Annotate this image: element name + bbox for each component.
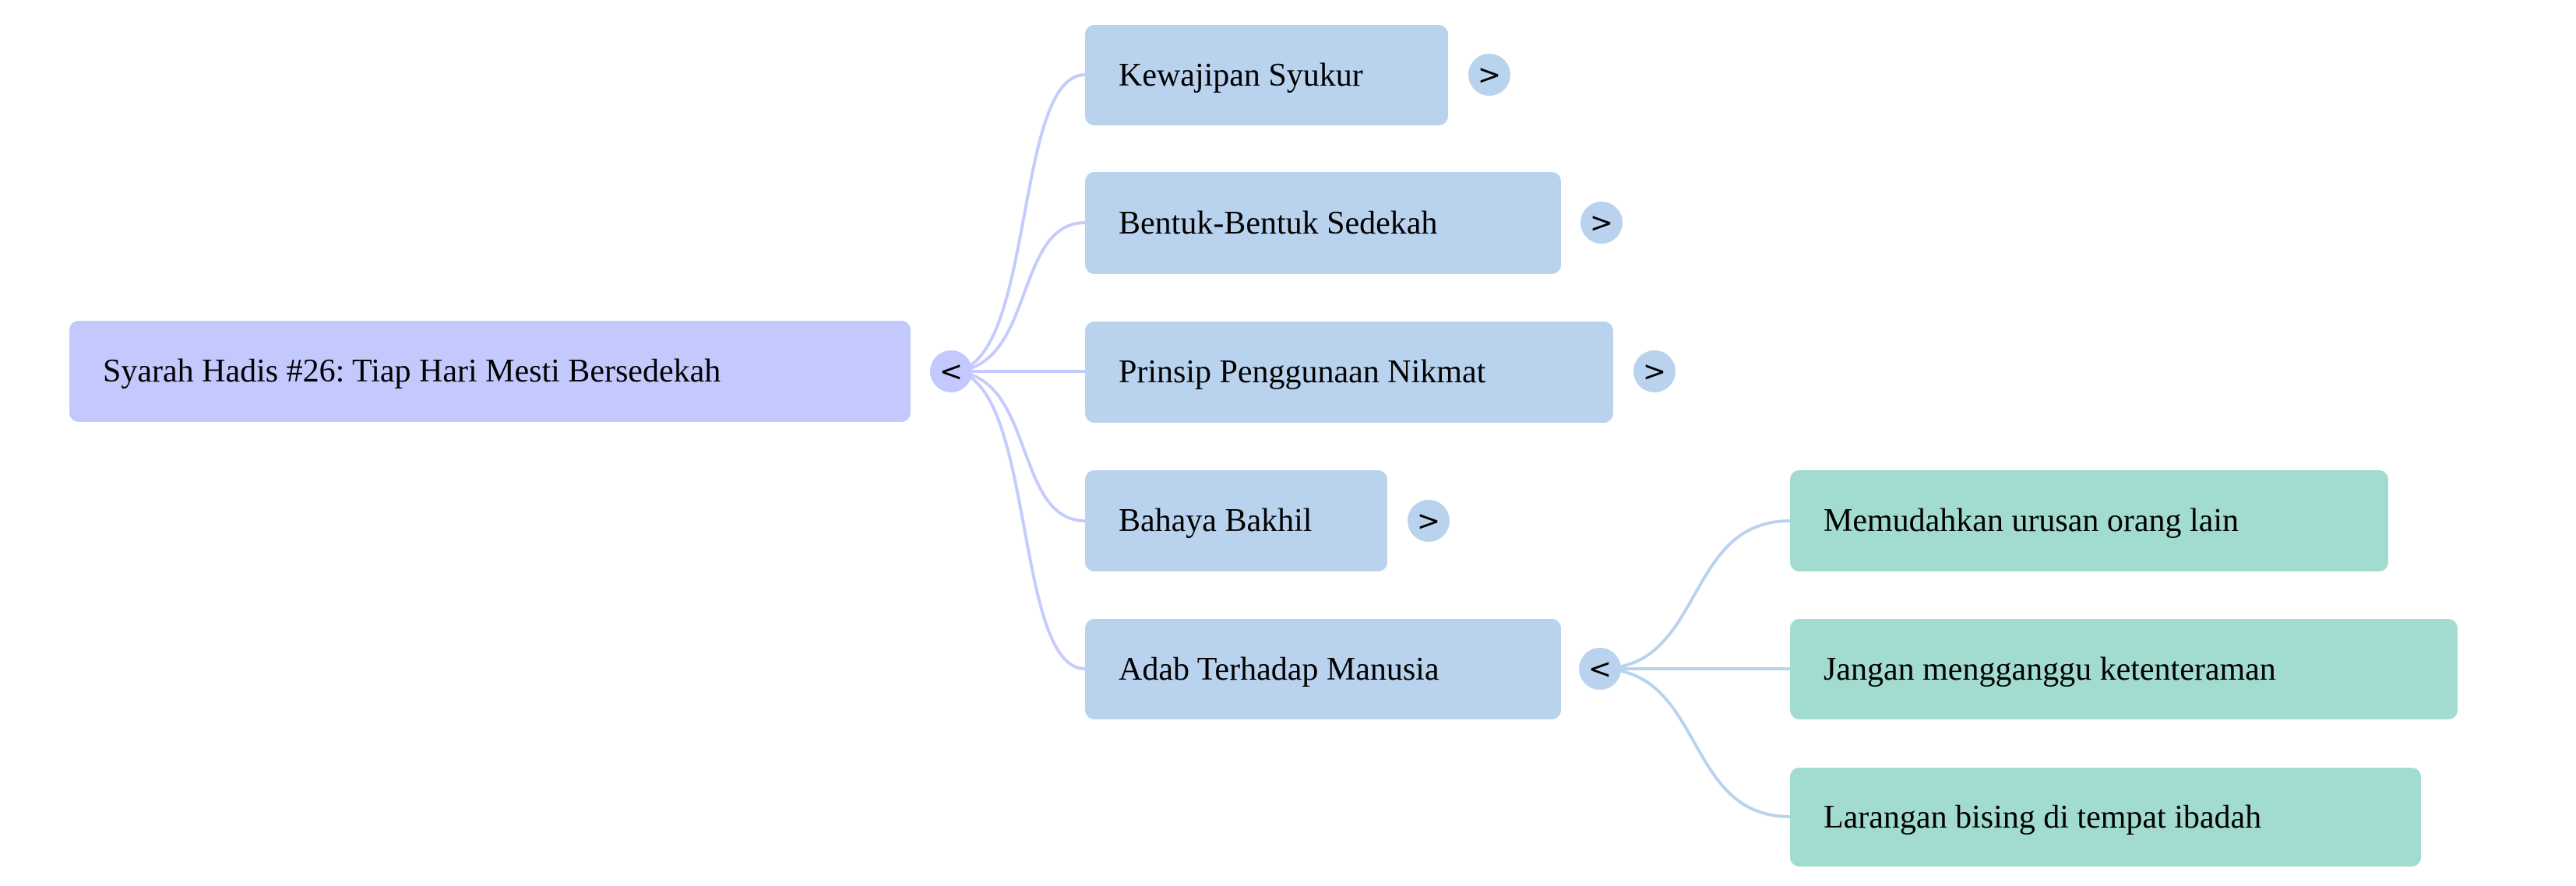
node-label: Kewajipan Syukur (1119, 57, 1363, 93)
root-collapse-toggle[interactable]: < (930, 350, 972, 392)
node-label: Larangan bising di tempat ibadah (1824, 799, 2262, 835)
node-label: Adab Terhadap Manusia (1119, 651, 1440, 687)
link-root-adab (950, 370, 1086, 670)
node-larangan-bising[interactable]: Larangan bising di tempat ibadah (1790, 768, 2421, 867)
node-label: Jangan mengganggu ketenteraman (1824, 651, 2276, 687)
root-node-label: Syarah Hadis #26: Tiap Hari Mesti Bersed… (103, 353, 721, 389)
node-label: Bahaya Bakhil (1119, 503, 1313, 539)
node-bentuk-bentuk-sedekah[interactable]: Bentuk-Bentuk Sedekah (1085, 172, 1561, 274)
collapse-toggle-adab-terhadap-manusia[interactable]: < (1579, 648, 1621, 690)
node-adab-terhadap-manusia[interactable]: Adab Terhadap Manusia (1085, 619, 1561, 719)
link-adab-larangan (1599, 667, 1791, 818)
link-root-bahaya (950, 370, 1086, 522)
expand-toggle-bahaya-bakhil[interactable]: > (1408, 500, 1450, 542)
node-prinsip-penggunaan-nikmat[interactable]: Prinsip Penggunaan Nikmat (1085, 322, 1613, 423)
node-bahaya-bakhil[interactable]: Bahaya Bakhil (1085, 470, 1387, 571)
node-label: Memudahkan urusan orang lain (1824, 503, 2239, 539)
expand-toggle-prinsip-penggunaan-nikmat[interactable]: > (1633, 350, 1676, 392)
node-jangan-mengganggu[interactable]: Jangan mengganggu ketenteraman (1790, 619, 2458, 719)
link-adab-memudahkan (1599, 519, 1791, 670)
link-root-bentuk (950, 221, 1086, 373)
root-node[interactable]: Syarah Hadis #26: Tiap Hari Mesti Bersed… (69, 321, 911, 422)
node-label: Prinsip Penggunaan Nikmat (1119, 354, 1486, 390)
expand-toggle-kewajipan-syukur[interactable]: > (1468, 54, 1510, 96)
node-memudahkan-urusan[interactable]: Memudahkan urusan orang lain (1790, 470, 2388, 571)
expand-toggle-bentuk-bentuk-sedekah[interactable]: > (1580, 202, 1623, 244)
node-kewajipan-syukur[interactable]: Kewajipan Syukur (1085, 25, 1448, 125)
link-root-kewajipan (950, 73, 1086, 373)
node-label: Bentuk-Bentuk Sedekah (1119, 205, 1438, 241)
